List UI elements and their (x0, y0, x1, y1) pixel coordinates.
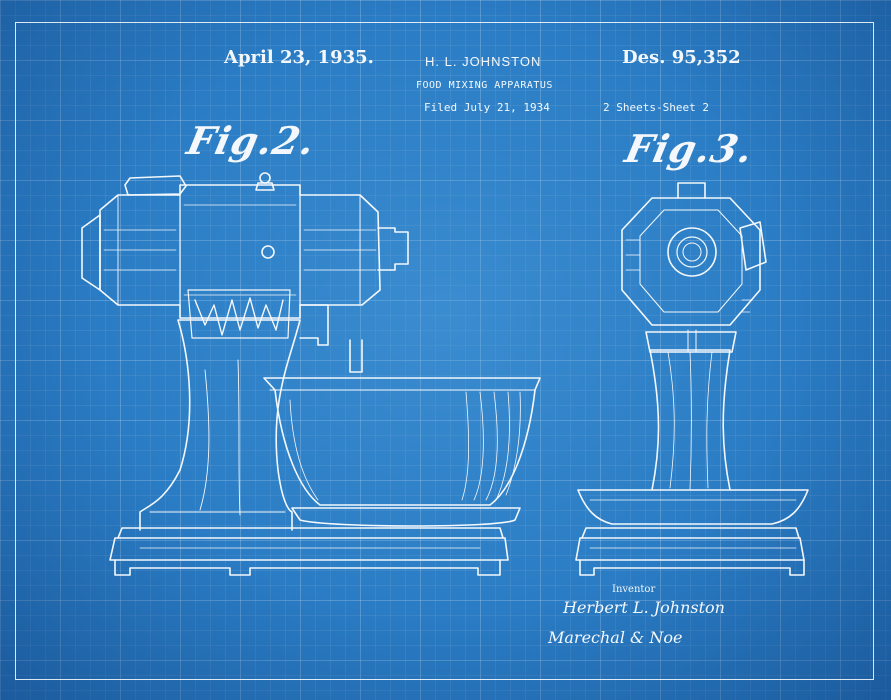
inventor-label: Inventor (612, 584, 656, 595)
patent-title: FOOD MIXING APPARATUS (416, 80, 553, 91)
fig2-front-cap (82, 215, 100, 290)
filed-date: Filed July 21, 1934 (424, 101, 550, 114)
fig2-bowl-foot (292, 508, 520, 526)
fig3-column (650, 350, 730, 490)
fig3-beater-hub (668, 228, 716, 276)
fig3-bowl (578, 490, 808, 524)
fig2-motor-housing (100, 185, 380, 318)
patent-date: April 23, 1935. (224, 47, 374, 68)
sheet-border (15, 22, 874, 680)
fig2-column-pattern (195, 298, 283, 335)
fig2-top-knob (260, 173, 270, 183)
fig2-column (140, 320, 300, 530)
inventor-name: H. L. JOHNSTON (425, 54, 542, 69)
design-number: Des. 95,352 (622, 47, 741, 68)
fig2-mixer-side-view (82, 173, 540, 575)
attorney-signature: Marechal & Noe (548, 628, 683, 647)
sheet-count: 2 Sheets-Sheet 2 (603, 101, 709, 114)
fig2-side-dial (262, 246, 274, 258)
fig3-base-feet (580, 560, 804, 575)
fig3-motor-head (622, 198, 760, 325)
fig2-beater-shaft (300, 305, 362, 372)
fig2-base (110, 538, 508, 560)
fig2-bowl (264, 378, 540, 505)
fig2-speed-lever (125, 176, 186, 195)
fig3-top-cap (678, 183, 705, 198)
inventor-signature: Herbert L. Johnston (563, 598, 725, 617)
fig2-base-feet (115, 560, 500, 575)
fig3-mixer-front-view (576, 183, 808, 575)
fig2-base-top (118, 528, 503, 538)
fig3-base (576, 538, 804, 560)
